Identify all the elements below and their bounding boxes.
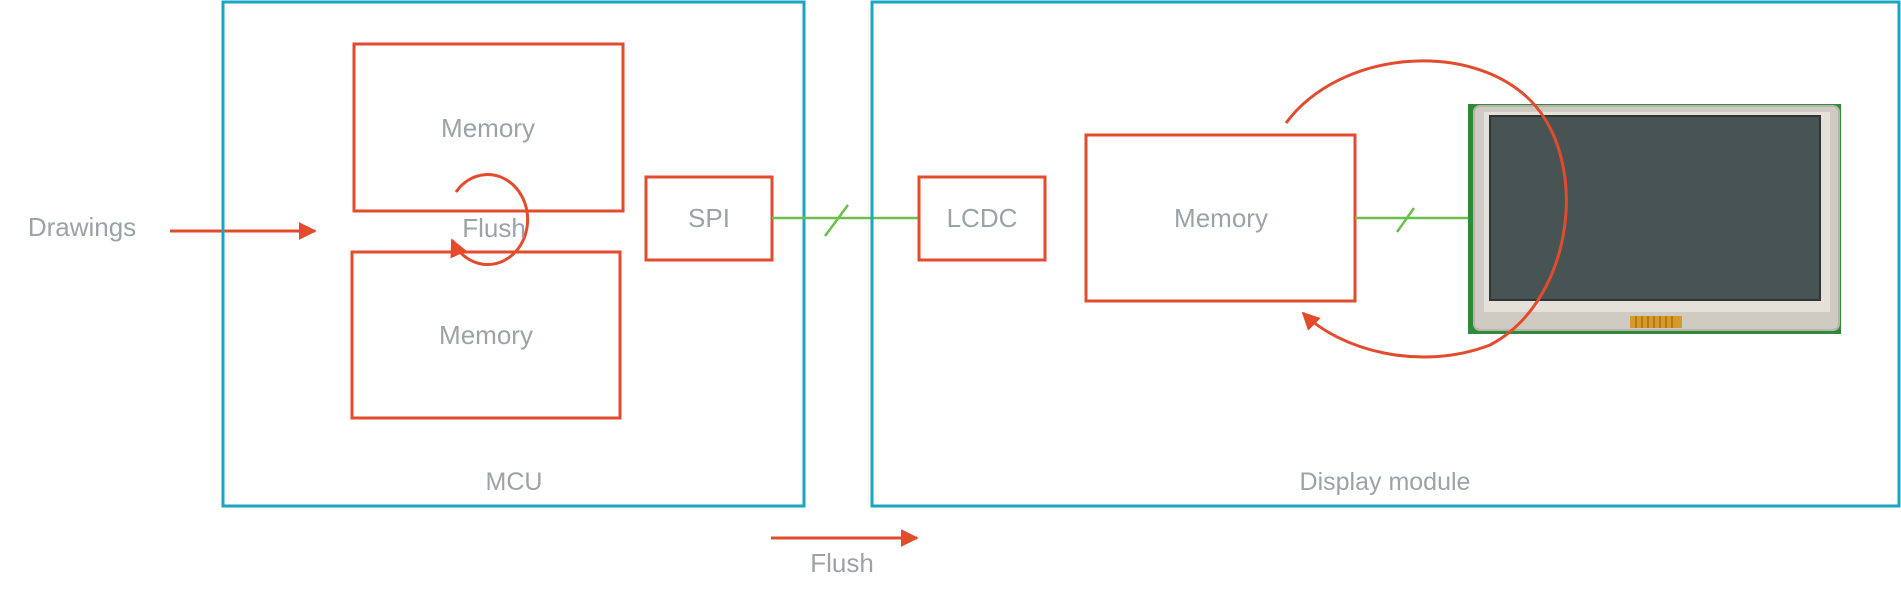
- lcd-panel-icon: [1468, 104, 1841, 334]
- display-module-label: Display module: [1300, 468, 1471, 496]
- display-module-container: [870, 0, 1901, 508]
- display-memory-label: Memory: [1174, 203, 1268, 233]
- mcu-container: [221, 0, 806, 508]
- mcu-flush-cycle-arrow: [450, 173, 530, 267]
- mcu-memory-bottom: [350, 250, 622, 420]
- spi-bus-width-mark: [823, 204, 850, 237]
- legend-flush-label: Flush: [810, 548, 874, 578]
- mcu-label: MCU: [486, 468, 543, 496]
- spi-label: SPI: [688, 203, 730, 233]
- mcu-flush-label: Flush: [462, 213, 526, 243]
- mcu-memory-top: [352, 42, 625, 213]
- display-refresh-cycle-arrow: [1284, 59, 1568, 359]
- lcdc-label: LCDC: [947, 203, 1018, 233]
- drawings-label: Drawings: [28, 212, 136, 242]
- lcdc-block: [917, 175, 1047, 262]
- mcu-memory-top-label: Memory: [441, 113, 535, 143]
- memory-bus-width-mark: [1395, 207, 1416, 233]
- mcu-memory-bottom-label: Memory: [439, 320, 533, 350]
